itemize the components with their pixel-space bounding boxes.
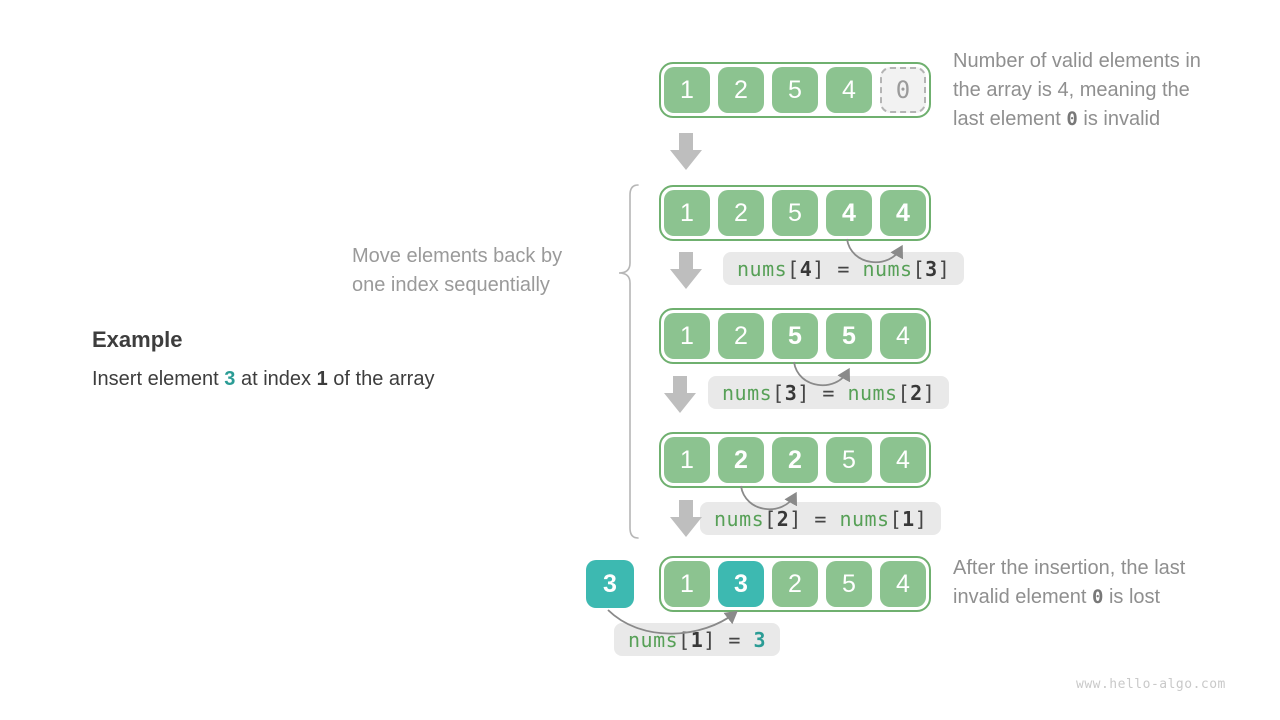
down-arrow-icon [670,252,702,289]
array-cell: 1 [664,561,710,607]
op-label-nums3: nums[3] = nums[2] [708,376,950,409]
array-cell: 4 [826,67,872,113]
insert-value-cell: 3 [586,560,634,608]
array-cell: 2 [772,437,818,483]
op-label-nums4: nums[4] = nums[3] [723,252,965,285]
watermark: www.hello-algo.com [1076,677,1226,692]
array-cell: 0 [880,67,926,113]
down-arrow-icon [670,133,702,170]
move-arc-icon [846,238,903,264]
array-cell: 4 [880,437,926,483]
array-cell: 1 [664,67,710,113]
array-cell: 2 [772,561,818,607]
op-label-nums2: nums[2] = nums[1] [700,502,942,535]
array-cell: 4 [826,190,872,236]
array-cell: 5 [826,313,872,359]
array-cell: 3 [718,561,764,607]
array-cell: 1 [664,437,710,483]
brace-icon [618,184,639,539]
array-cell: 2 [718,437,764,483]
example-description: Insert element 3 at index 1 of the array [92,368,435,390]
array-cell: 2 [718,313,764,359]
array-cell: 4 [880,190,926,236]
down-arrow-icon [670,500,702,537]
array-cell: 5 [772,67,818,113]
array-cell: 4 [880,561,926,607]
move-arc-icon [740,485,797,511]
array-cell: 2 [718,190,764,236]
op-label-nums1: nums[1] = 3 [614,623,780,656]
example-title: Example [92,327,183,352]
array-cell: 1 [664,313,710,359]
array-cell: 5 [826,437,872,483]
array-cell: 5 [772,190,818,236]
insert-arc-icon [607,609,738,635]
array-cell: 2 [718,67,764,113]
move-arc-icon [793,361,850,387]
array-cell: 5 [772,313,818,359]
array-cell: 5 [826,561,872,607]
array-cell: 4 [880,313,926,359]
array-cell: 1 [664,190,710,236]
down-arrow-icon [664,376,696,413]
